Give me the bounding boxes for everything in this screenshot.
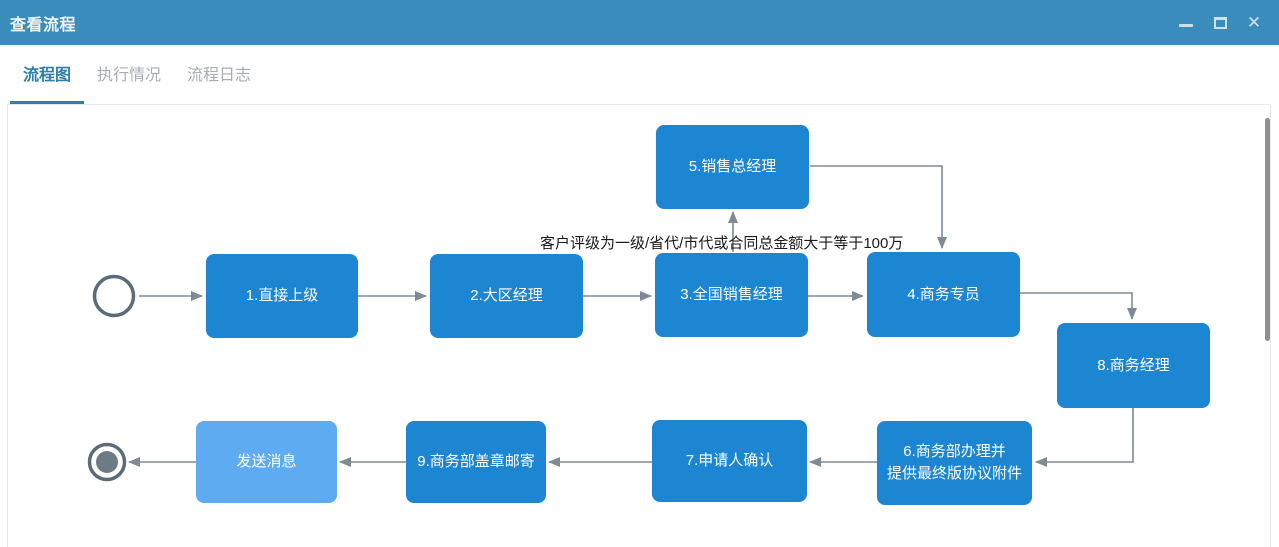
- edge-5-to-4: [810, 165, 947, 249]
- task-5-sales-general-manager: 5.销售总经理: [656, 125, 809, 209]
- task-7-label: 7.申请人确认: [685, 452, 774, 470]
- tab-execution-status[interactable]: 执行情况: [84, 45, 174, 104]
- task-9-label: 9.商务部盖章邮寄: [417, 453, 535, 471]
- task-1-label: 1.直接上级: [245, 287, 319, 305]
- dialog-titlebar: 查看流程 ✕: [0, 0, 1279, 45]
- task-5-label: 5.销售总经理: [688, 158, 777, 176]
- end-event-inner-circle: [96, 451, 118, 473]
- start-event-circle: [92, 274, 136, 318]
- task-9-business-dept-stamp-mail: 9.商务部盖章邮寄: [406, 421, 546, 503]
- tab-process-log[interactable]: 流程日志: [174, 45, 264, 104]
- minimize-button[interactable]: [1177, 14, 1195, 32]
- send-message-label: 发送消息: [236, 453, 297, 471]
- edge-8-to-6: [1035, 408, 1134, 467]
- close-icon: ✕: [1246, 13, 1262, 32]
- task-4-business-specialist: 4.商务专员: [867, 252, 1020, 337]
- task-2-label: 2.大区经理: [470, 287, 543, 305]
- task-6-business-dept-handle-agreement: 6.商务部办理并 提供最终版协议附件: [877, 421, 1032, 505]
- tab-flow-diagram-label: 流程图: [23, 67, 72, 84]
- tab-process-log-label: 流程日志: [187, 67, 252, 84]
- tab-execution-status-label: 执行情况: [97, 67, 162, 84]
- minimize-icon: [1179, 24, 1193, 27]
- task-4-label: 4.商务专员: [907, 285, 980, 303]
- send-message-node: 发送消息: [196, 421, 337, 503]
- task-1-direct-superior: 1.直接上级: [206, 254, 358, 338]
- dialog-title: 查看流程: [10, 16, 77, 34]
- maximize-icon: [1213, 16, 1227, 29]
- task-6-label: 6.商务部办理并 提供最终版协议附件: [886, 443, 1022, 482]
- window-controls: ✕: [1177, 14, 1263, 32]
- condition-annotation: 客户评级为一级/省代/市代或合同总金额大于等于100万: [540, 235, 904, 252]
- vertical-scrollbar-thumb[interactable]: [1265, 118, 1270, 341]
- task-3-national-sales-manager: 3.全国销售经理: [655, 253, 808, 337]
- close-button[interactable]: ✕: [1245, 14, 1263, 32]
- maximize-button[interactable]: [1211, 14, 1229, 32]
- task-2-region-manager: 2.大区经理: [430, 254, 583, 338]
- tab-flow-diagram[interactable]: 流程图: [10, 45, 85, 104]
- task-8-business-manager: 8.商务经理: [1057, 323, 1210, 408]
- task-7-applicant-confirm: 7.申请人确认: [652, 420, 807, 502]
- tab-bar: 流程图 执行情况 流程日志: [0, 45, 1279, 104]
- task-3-label: 3.全国销售经理: [680, 286, 783, 304]
- task-8-label: 8.商务经理: [1097, 356, 1170, 374]
- edge-4-to-8: [1020, 292, 1137, 320]
